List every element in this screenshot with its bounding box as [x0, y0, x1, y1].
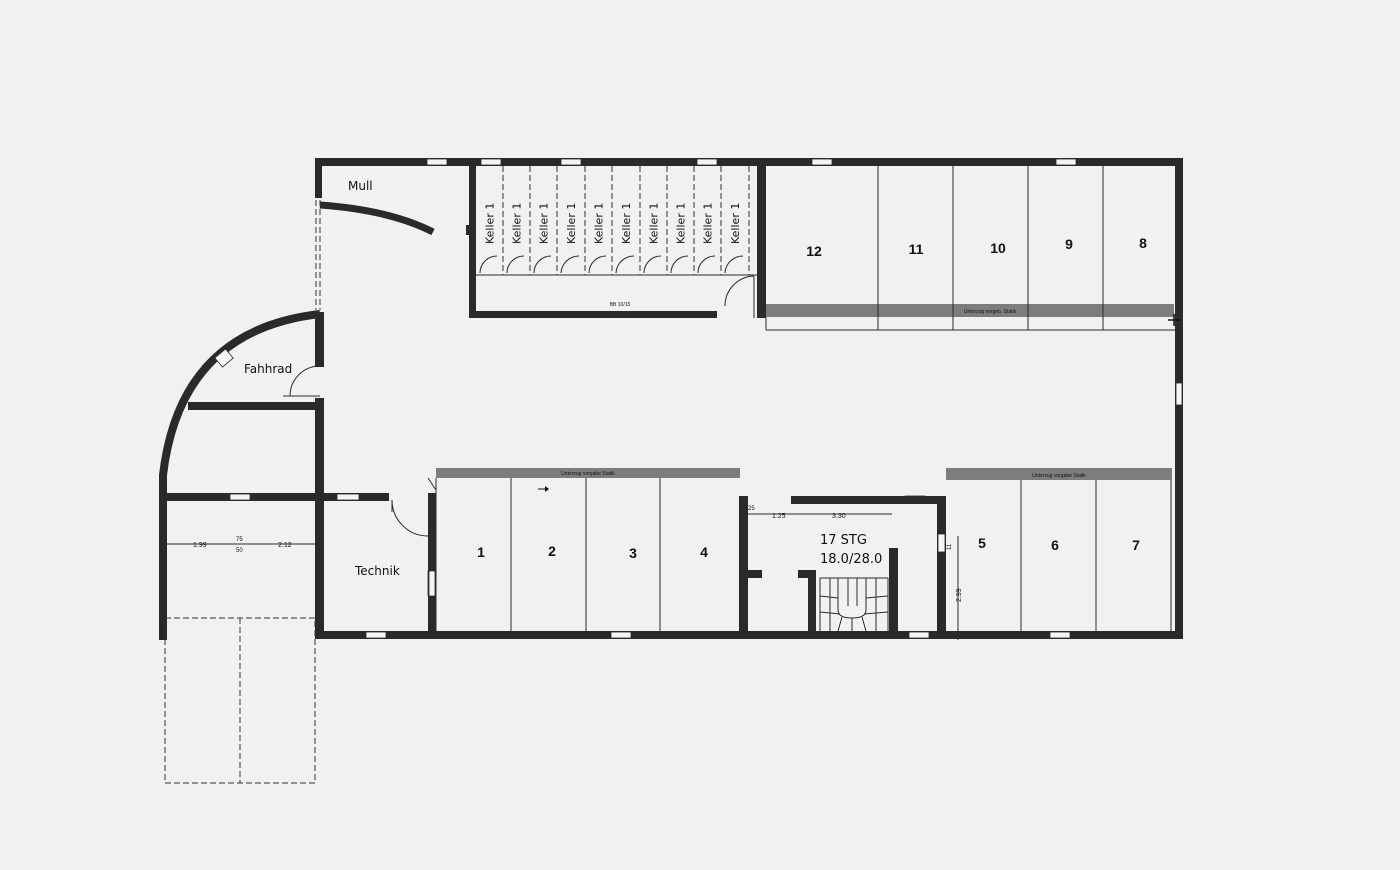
top-units: Unterzug vorgeb. Statik 12 11 10 9 8 [765, 166, 1180, 331]
unit-9-label: 9 [1065, 236, 1073, 252]
unit-10-label: 10 [990, 240, 1006, 256]
top-beam [766, 304, 1174, 317]
unit-12-label: 12 [806, 243, 822, 259]
keller-cell-door[interactable] [533, 255, 552, 274]
keller-cell-door[interactable] [588, 255, 607, 274]
keller-cell-door[interactable] [479, 255, 498, 274]
dashed-outdoor-area [164, 617, 316, 784]
bottom-left-units: Unterzug vorgabe Statik 1 2 3 4 [428, 468, 762, 639]
unit-1-label: 1 [477, 544, 485, 560]
keller-cell-door[interactable] [697, 255, 716, 274]
keller-lintel-label: BB 10/15 [610, 302, 631, 308]
keller-labels: Keller 1 Keller 1 Keller 1 Keller 1 Keller 1… [484, 203, 743, 244]
unit-7-label: 7 [1132, 537, 1140, 553]
stair-steps [819, 577, 889, 632]
bottom-right-beam-label: Unterzug vorgabe Statik [1032, 473, 1086, 479]
room-label-fahrrad: Fahhrad [244, 362, 292, 376]
curved-walls [159, 201, 435, 640]
keller-cell-door[interactable] [560, 255, 580, 274]
unit-3-label: 3 [629, 545, 637, 561]
keller-cell-label: Keller 1 [702, 203, 715, 244]
keller-cell-label: Keller 1 [675, 203, 688, 244]
keller-block [466, 158, 766, 318]
fahrrad-door-swing[interactable] [289, 365, 321, 397]
dim-2-99: 2.99 [956, 588, 963, 602]
keller-cell-label: Keller 1 [538, 203, 551, 244]
stair-core: 17 STG 18.0/28.0 1.25 3.30 25 [748, 496, 946, 639]
keller-cell-label: Keller 1 [729, 203, 742, 244]
keller-cell-label: Keller 1 [620, 203, 633, 244]
technik-door-swing[interactable] [391, 499, 429, 537]
dim-1-25: 1.25 [772, 513, 786, 520]
unit-11-label: 11 [909, 241, 924, 257]
dim-50: 50 [236, 548, 243, 554]
room-label-muell: Mull [348, 179, 373, 193]
keller-dividers [479, 166, 750, 275]
keller-cell-door[interactable] [670, 255, 689, 274]
dim-3-30: 3.30 [832, 513, 846, 520]
bottom-right-beam [946, 468, 1172, 480]
keller-cell-label: Keller 1 [484, 203, 497, 244]
keller-cell-label: Keller 1 [593, 203, 606, 244]
stair-steps-label: 17 STG [820, 533, 867, 548]
keller-cell-door[interactable] [643, 255, 662, 274]
room-label-technik: Technik [354, 564, 400, 578]
dim-1-99: 1.99 [193, 542, 207, 549]
keller-cell-door[interactable] [724, 255, 744, 274]
bottom-left-beam [436, 468, 740, 478]
unit-2-label: 2 [548, 543, 556, 559]
dim-2-12: 2.12 [278, 542, 292, 549]
west-rooms: Mull Fahhrad Technik 1.99 75 50 2.12 [167, 179, 437, 578]
keller-cell-door[interactable] [615, 255, 635, 274]
keller-cell-door[interactable] [506, 255, 525, 274]
bottom-right-units: Unterzug vorgabe Statik 2.99 11 5 6 7 [937, 468, 1172, 640]
dim-75: 75 [236, 537, 243, 543]
keller-cell-label: Keller 1 [648, 203, 661, 244]
unit-8-label: 8 [1139, 235, 1147, 251]
dim-25: 25 [748, 506, 755, 512]
axis-mark [1168, 314, 1180, 326]
unit-6-label: 6 [1051, 537, 1059, 553]
unit-5-label: 5 [978, 535, 986, 551]
keller-cell-label: Keller 1 [511, 203, 524, 244]
top-beam-label: Unterzug vorgeb. Statik [964, 309, 1017, 315]
dim-11: 11 [947, 543, 953, 550]
stair-ratio-label: 18.0/28.0 [820, 552, 882, 567]
keller-cell-label: Keller 1 [565, 203, 578, 244]
bottom-left-beam-label: Unterzug vorgabe Statik [561, 471, 615, 477]
unit-4-label: 4 [700, 544, 708, 560]
keller-door-swing[interactable] [724, 275, 755, 307]
